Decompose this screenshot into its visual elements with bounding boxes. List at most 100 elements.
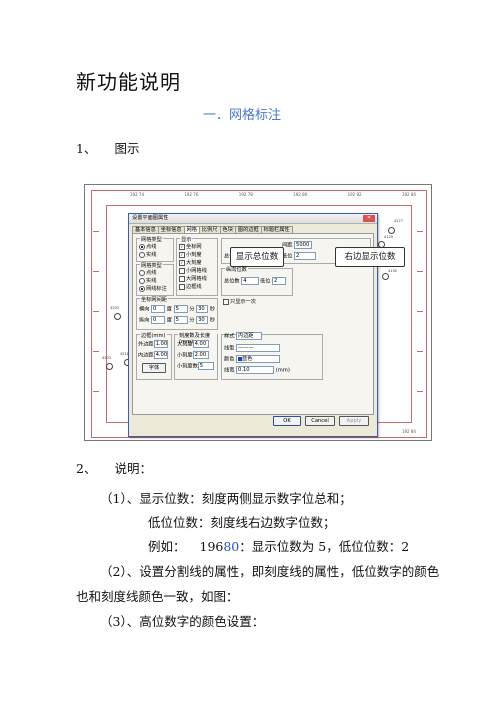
ruler-top: 192 74 192 76 192 78 192 80 192 82 192 8… (130, 192, 416, 199)
radio-solid[interactable]: 实线 (139, 251, 156, 258)
group-title: 坐标网间距 (140, 296, 168, 303)
grid-type-group: 网格类型 点线 实线 (136, 236, 174, 262)
small-tick-input[interactable]: 2.00 (192, 351, 209, 359)
radio-style-dotted[interactable]: 点线 (139, 269, 156, 276)
section-title: 一．网格标注 (203, 108, 282, 123)
item-2-number: 2、 (76, 461, 97, 476)
linetype-select[interactable]: ——— (236, 344, 281, 352)
dialog-title: 设置平面图属性 (129, 214, 377, 224)
group-title: 网格类型 (140, 262, 163, 269)
figure-grid-annotation: 192 74 192 76 192 78 192 80 192 82 192 8… (84, 184, 432, 441)
low-digits-row: 低位 2 (282, 252, 317, 260)
plan-properties-dialog: 设置平面图属性 ✕ 基本信息 坐标信息 网格 比例尺 色块 图的边框 标题栏属性… (128, 213, 378, 437)
radio-style-solid[interactable]: 实线 (139, 277, 156, 284)
apply-button[interactable]: Apply (339, 416, 369, 426)
v-sec-input[interactable]: 30 (196, 316, 209, 324)
item-2: 2、 说明： (76, 458, 152, 477)
desc-line-3: 例如： 19680：显示位数为 5，低位位数：2 (148, 536, 409, 555)
group-title: 边框(mm) (140, 332, 167, 339)
font-button[interactable]: 字体 (142, 363, 166, 373)
desc-line-6: （3）、高位数字的颜色设置： (100, 614, 265, 629)
check-border-line[interactable]: 边框线 (179, 283, 202, 290)
point-label: 4129 (384, 235, 393, 239)
show-once-check[interactable]: 只显示一次 (223, 298, 256, 305)
width-row: 线宽 0.10 (mm) (224, 366, 290, 374)
radio-dotted[interactable]: 点线 (139, 243, 156, 250)
style-select[interactable]: 内边距 (236, 332, 263, 340)
line-width-input[interactable]: 0.10 (236, 366, 275, 374)
spacing-row: 间距 5000 (282, 241, 313, 249)
ruler-label: 192 78 (238, 192, 253, 197)
low2-input[interactable]: 2 (272, 277, 287, 285)
group-title: 显示 (180, 236, 193, 243)
example-low-digits: 80 (223, 539, 240, 554)
survey-point (114, 313, 121, 320)
cancel-button[interactable]: Cancel (305, 416, 335, 426)
low2-row: 低位 2 (260, 277, 287, 285)
ruler-left (93, 211, 101, 417)
vertical-digits-group: 纵向位数 总位数 4 低位 2 (221, 266, 293, 296)
h-min-input[interactable]: 5 (173, 305, 188, 313)
group-title: 网格类型 (140, 236, 163, 243)
page-title: 新功能说明 (76, 70, 181, 94)
ruler-label: 192 84 (401, 429, 416, 434)
linetype-row: 线型 ——— (224, 344, 281, 352)
example-prefix: 例如： (148, 539, 186, 554)
line-style-group: 样式 内边距 线型 ——— 颜色 蓝色 线宽 0.10 (mm) (221, 332, 323, 380)
dialog-tabs: 基本信息 坐标信息 网格 比例尺 色块 图的边框 标题栏属性 (132, 226, 293, 234)
survey-point (382, 273, 389, 280)
close-icon[interactable]: ✕ (363, 215, 375, 222)
h-sec-input[interactable]: 30 (196, 305, 209, 313)
ruler-label: 192 84 (401, 192, 416, 197)
check-big-grid[interactable]: 大网格线 (179, 275, 207, 282)
point-label: 4203 (110, 306, 119, 310)
radio-style-annotate[interactable]: 网线标注 (139, 285, 167, 292)
style-row: 样式 内边距 (224, 332, 263, 340)
desc-line-2: 低位位数：刻度线右边数字位数； (148, 515, 336, 530)
check-small-grid[interactable]: 小网格线 (179, 267, 207, 274)
example-high-digits: 196 (199, 539, 224, 554)
survey-point (388, 227, 395, 234)
desc-line-4: （2）、设置分割线的属性，即刻度线的属性，低位数字的颜色 (100, 564, 440, 579)
desc-line-1: （1）、显示位数：刻度两侧显示数字位总和； (100, 491, 352, 506)
point-label: 4177 (394, 219, 403, 223)
point-label: 4211 (120, 352, 129, 356)
check-big-tick[interactable]: ✓大刻度 (179, 259, 202, 266)
outer-margin-input[interactable]: 1.00 (153, 340, 168, 348)
v-deg-input[interactable]: 0 (151, 316, 166, 324)
point-label: 4130 (388, 269, 397, 273)
item-1: 1、 图示 (76, 138, 139, 157)
tab-title-bar[interactable]: 标题栏属性 (260, 226, 293, 234)
horizontal-interval-row: 横向 0 度 5 分 30 秒 (139, 305, 215, 313)
total2-input[interactable]: 4 (241, 277, 260, 285)
color-row: 颜色 蓝色 (224, 355, 281, 363)
check-small-tick[interactable]: ✓小刻度 (179, 251, 202, 258)
interval-group: 坐标网间距 横向 0 度 5 分 30 秒 纵向 0 度 5 (136, 296, 218, 330)
desc-line-5: 也和刻度线颜色一致，如图： (76, 589, 239, 604)
ruler-label: 192 80 (293, 192, 308, 197)
ok-button[interactable]: OK (273, 416, 301, 426)
v-min-input[interactable]: 5 (173, 316, 188, 324)
example-suffix: ：显示位数为 5，低位位数：2 (239, 539, 410, 554)
spacing-input[interactable]: 5000 (294, 241, 313, 249)
group-title: 纵向位数 (225, 266, 248, 273)
h-deg-input[interactable]: 0 (151, 305, 166, 313)
ruler-label: 192 74 (130, 192, 144, 197)
low-digits-input[interactable]: 2 (294, 252, 317, 260)
tick-count-input[interactable]: 5 (197, 362, 214, 370)
big-tick-input[interactable]: 4.00 (192, 340, 209, 348)
blueprint-frame: 192 74 192 76 192 78 192 80 192 82 192 8… (91, 190, 427, 438)
ruler-right (417, 211, 425, 417)
vertical-interval-row: 纵向 0 度 5 分 30 秒 (139, 316, 215, 324)
survey-point (106, 363, 113, 370)
color-select[interactable]: 蓝色 (236, 355, 281, 363)
total2-row: 总位数 4 (224, 277, 260, 285)
check-coord-grid[interactable]: ✓坐标网 (179, 243, 202, 250)
inner-margin-input[interactable]: 4.00 (153, 351, 168, 359)
